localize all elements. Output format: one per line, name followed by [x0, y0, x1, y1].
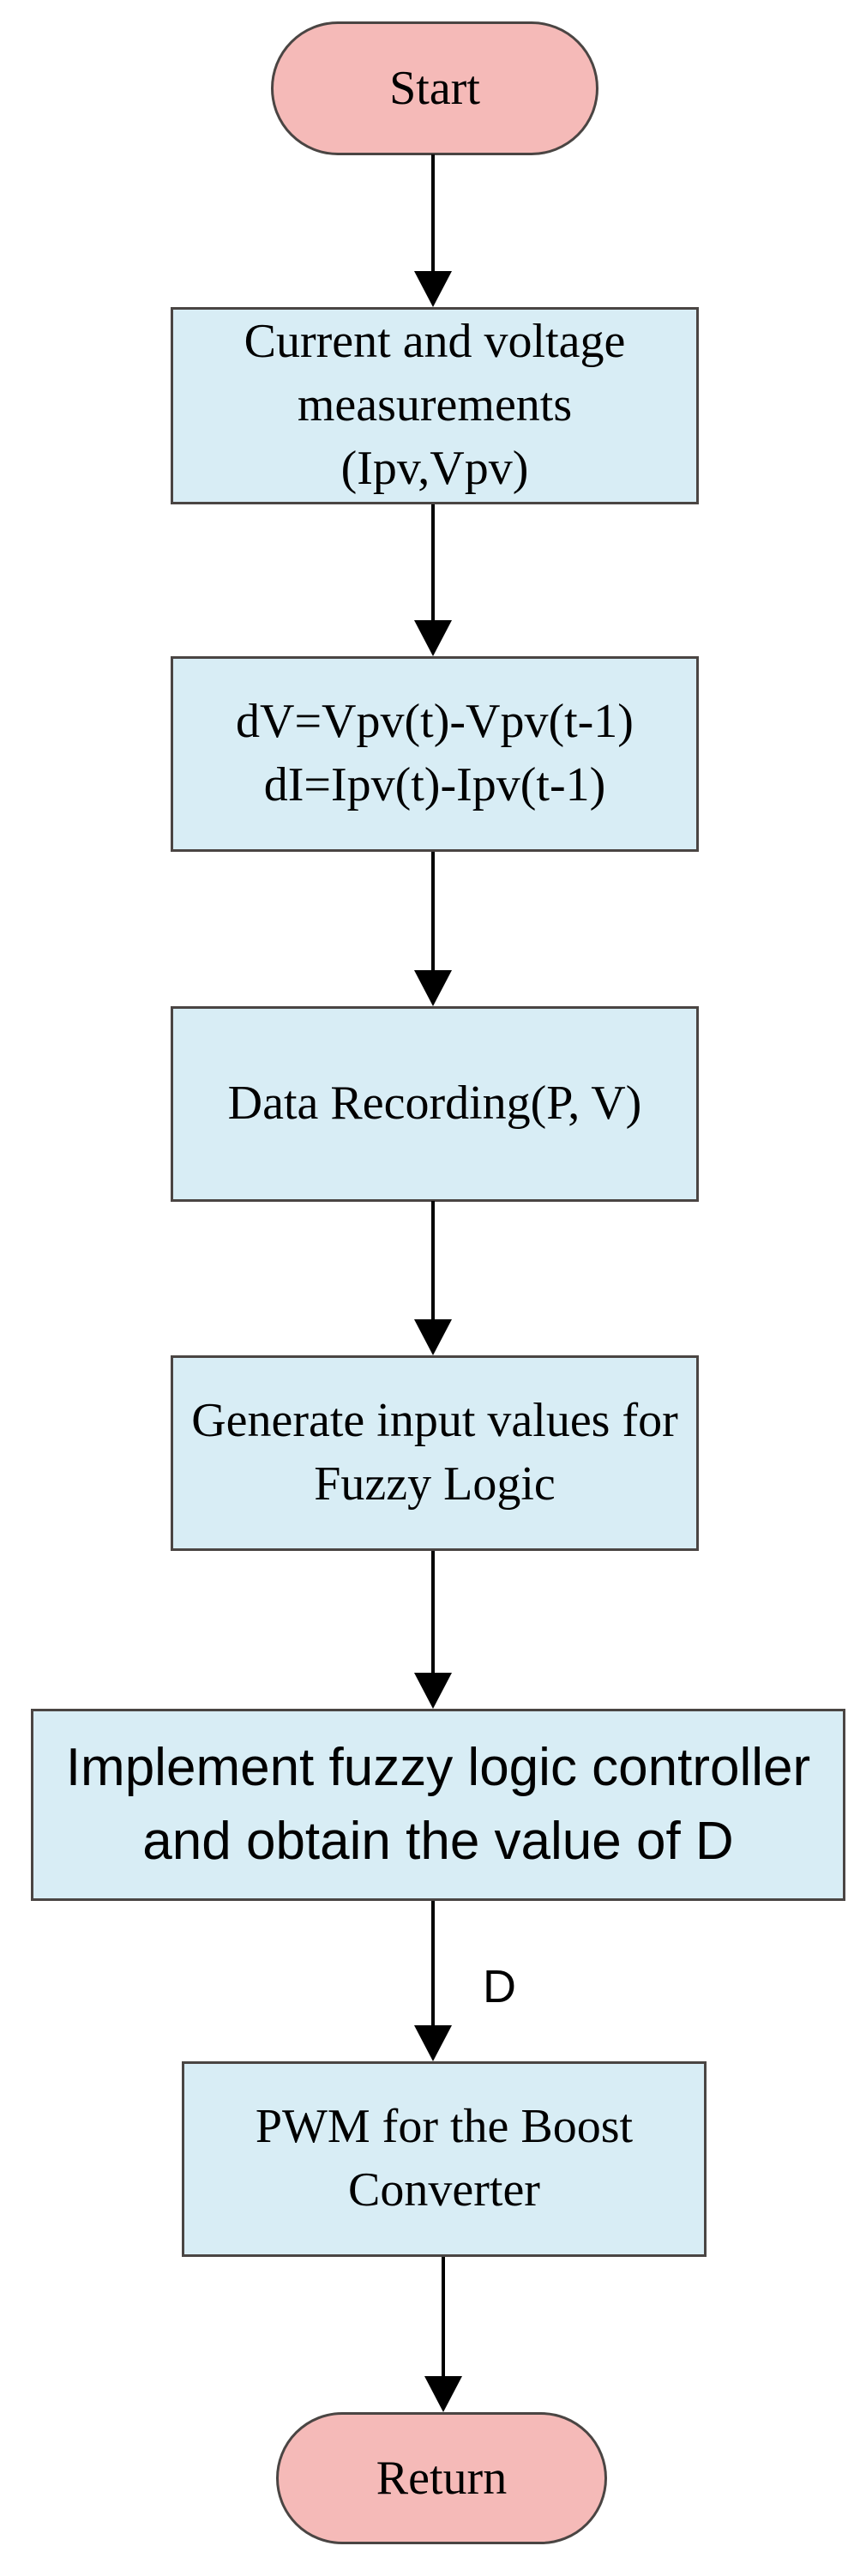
arrow-shaft: [431, 852, 435, 974]
flowchart-node-data-recording: Data Recording(P, V): [171, 1006, 699, 1202]
flowchart-node-return: Return: [276, 2412, 607, 2544]
arrowhead-down-icon: [414, 1673, 452, 1709]
flowchart-node-pwm-boost: PWM for the Boost Converter: [182, 2061, 707, 2257]
arrow-recording-to-generate: [414, 1201, 452, 1355]
flowchart-node-fuzzy-controller: Implement fuzzy logic controller and obt…: [31, 1709, 845, 1901]
arrow-delta-to-recording: [414, 852, 452, 1006]
arrow-shaft: [431, 1901, 435, 2029]
arrowhead-down-icon: [414, 620, 452, 656]
arrow-measure-to-delta: [414, 504, 452, 656]
arrow-fuzzy-to-pwm: [414, 1901, 452, 2061]
arrow-start-to-measure: [414, 154, 452, 307]
arrowhead-down-icon: [414, 271, 452, 307]
flowchart-node-delta-equations: dV=Vpv(t)-Vpv(t-1) dI=Ipv(t)-Ipv(t-1): [171, 656, 699, 852]
arrow-shaft: [431, 1201, 435, 1323]
flowchart-node-measurements: Current and voltage measurements (Ipv,Vp…: [171, 307, 699, 504]
arrow-shaft: [431, 1551, 435, 1676]
arrow-shaft: [442, 2257, 445, 2380]
arrow-shaft: [431, 504, 435, 624]
arrowhead-down-icon: [424, 2376, 462, 2412]
flowchart-node-generate-inputs: Generate input values for Fuzzy Logic: [171, 1355, 699, 1551]
arrow-shaft: [431, 154, 435, 274]
arrowhead-down-icon: [414, 1319, 452, 1355]
arrowhead-down-icon: [414, 2025, 452, 2061]
arrow-pwm-to-return: [424, 2257, 462, 2412]
arrow-generate-to-fuzzy: [414, 1551, 452, 1709]
edge-label-duty-cycle: D: [483, 1961, 516, 2012]
flowchart-node-start: Start: [271, 21, 598, 155]
arrowhead-down-icon: [414, 970, 452, 1006]
